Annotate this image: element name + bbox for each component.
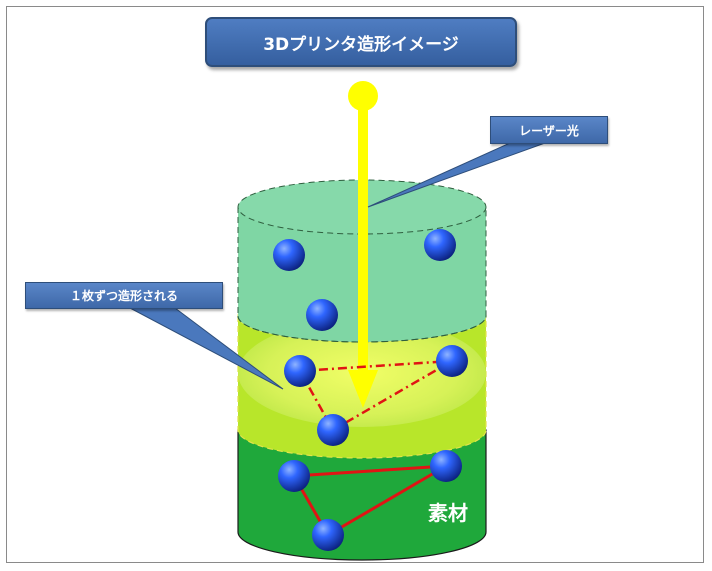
particle-sphere [436, 345, 468, 377]
particle-sphere [317, 414, 349, 446]
laser-callout: レーザー光 [490, 116, 608, 144]
particle-sphere [430, 450, 462, 482]
particle-sphere [424, 229, 456, 261]
particle-sphere [306, 299, 338, 331]
particle-sphere [312, 519, 344, 551]
laser-source-dot [348, 81, 378, 111]
particle-sphere [273, 239, 305, 271]
particle-sphere [284, 355, 316, 387]
layer-callout: １枚ずつ造形される [25, 282, 223, 309]
particles [273, 229, 468, 551]
laser-beam [348, 100, 378, 408]
diagram-title: 3Dプリンタ造形イメージ [205, 17, 517, 67]
scan-path-active [298, 359, 453, 432]
particle-sphere [278, 460, 310, 492]
material-label: 素材 [428, 501, 468, 525]
